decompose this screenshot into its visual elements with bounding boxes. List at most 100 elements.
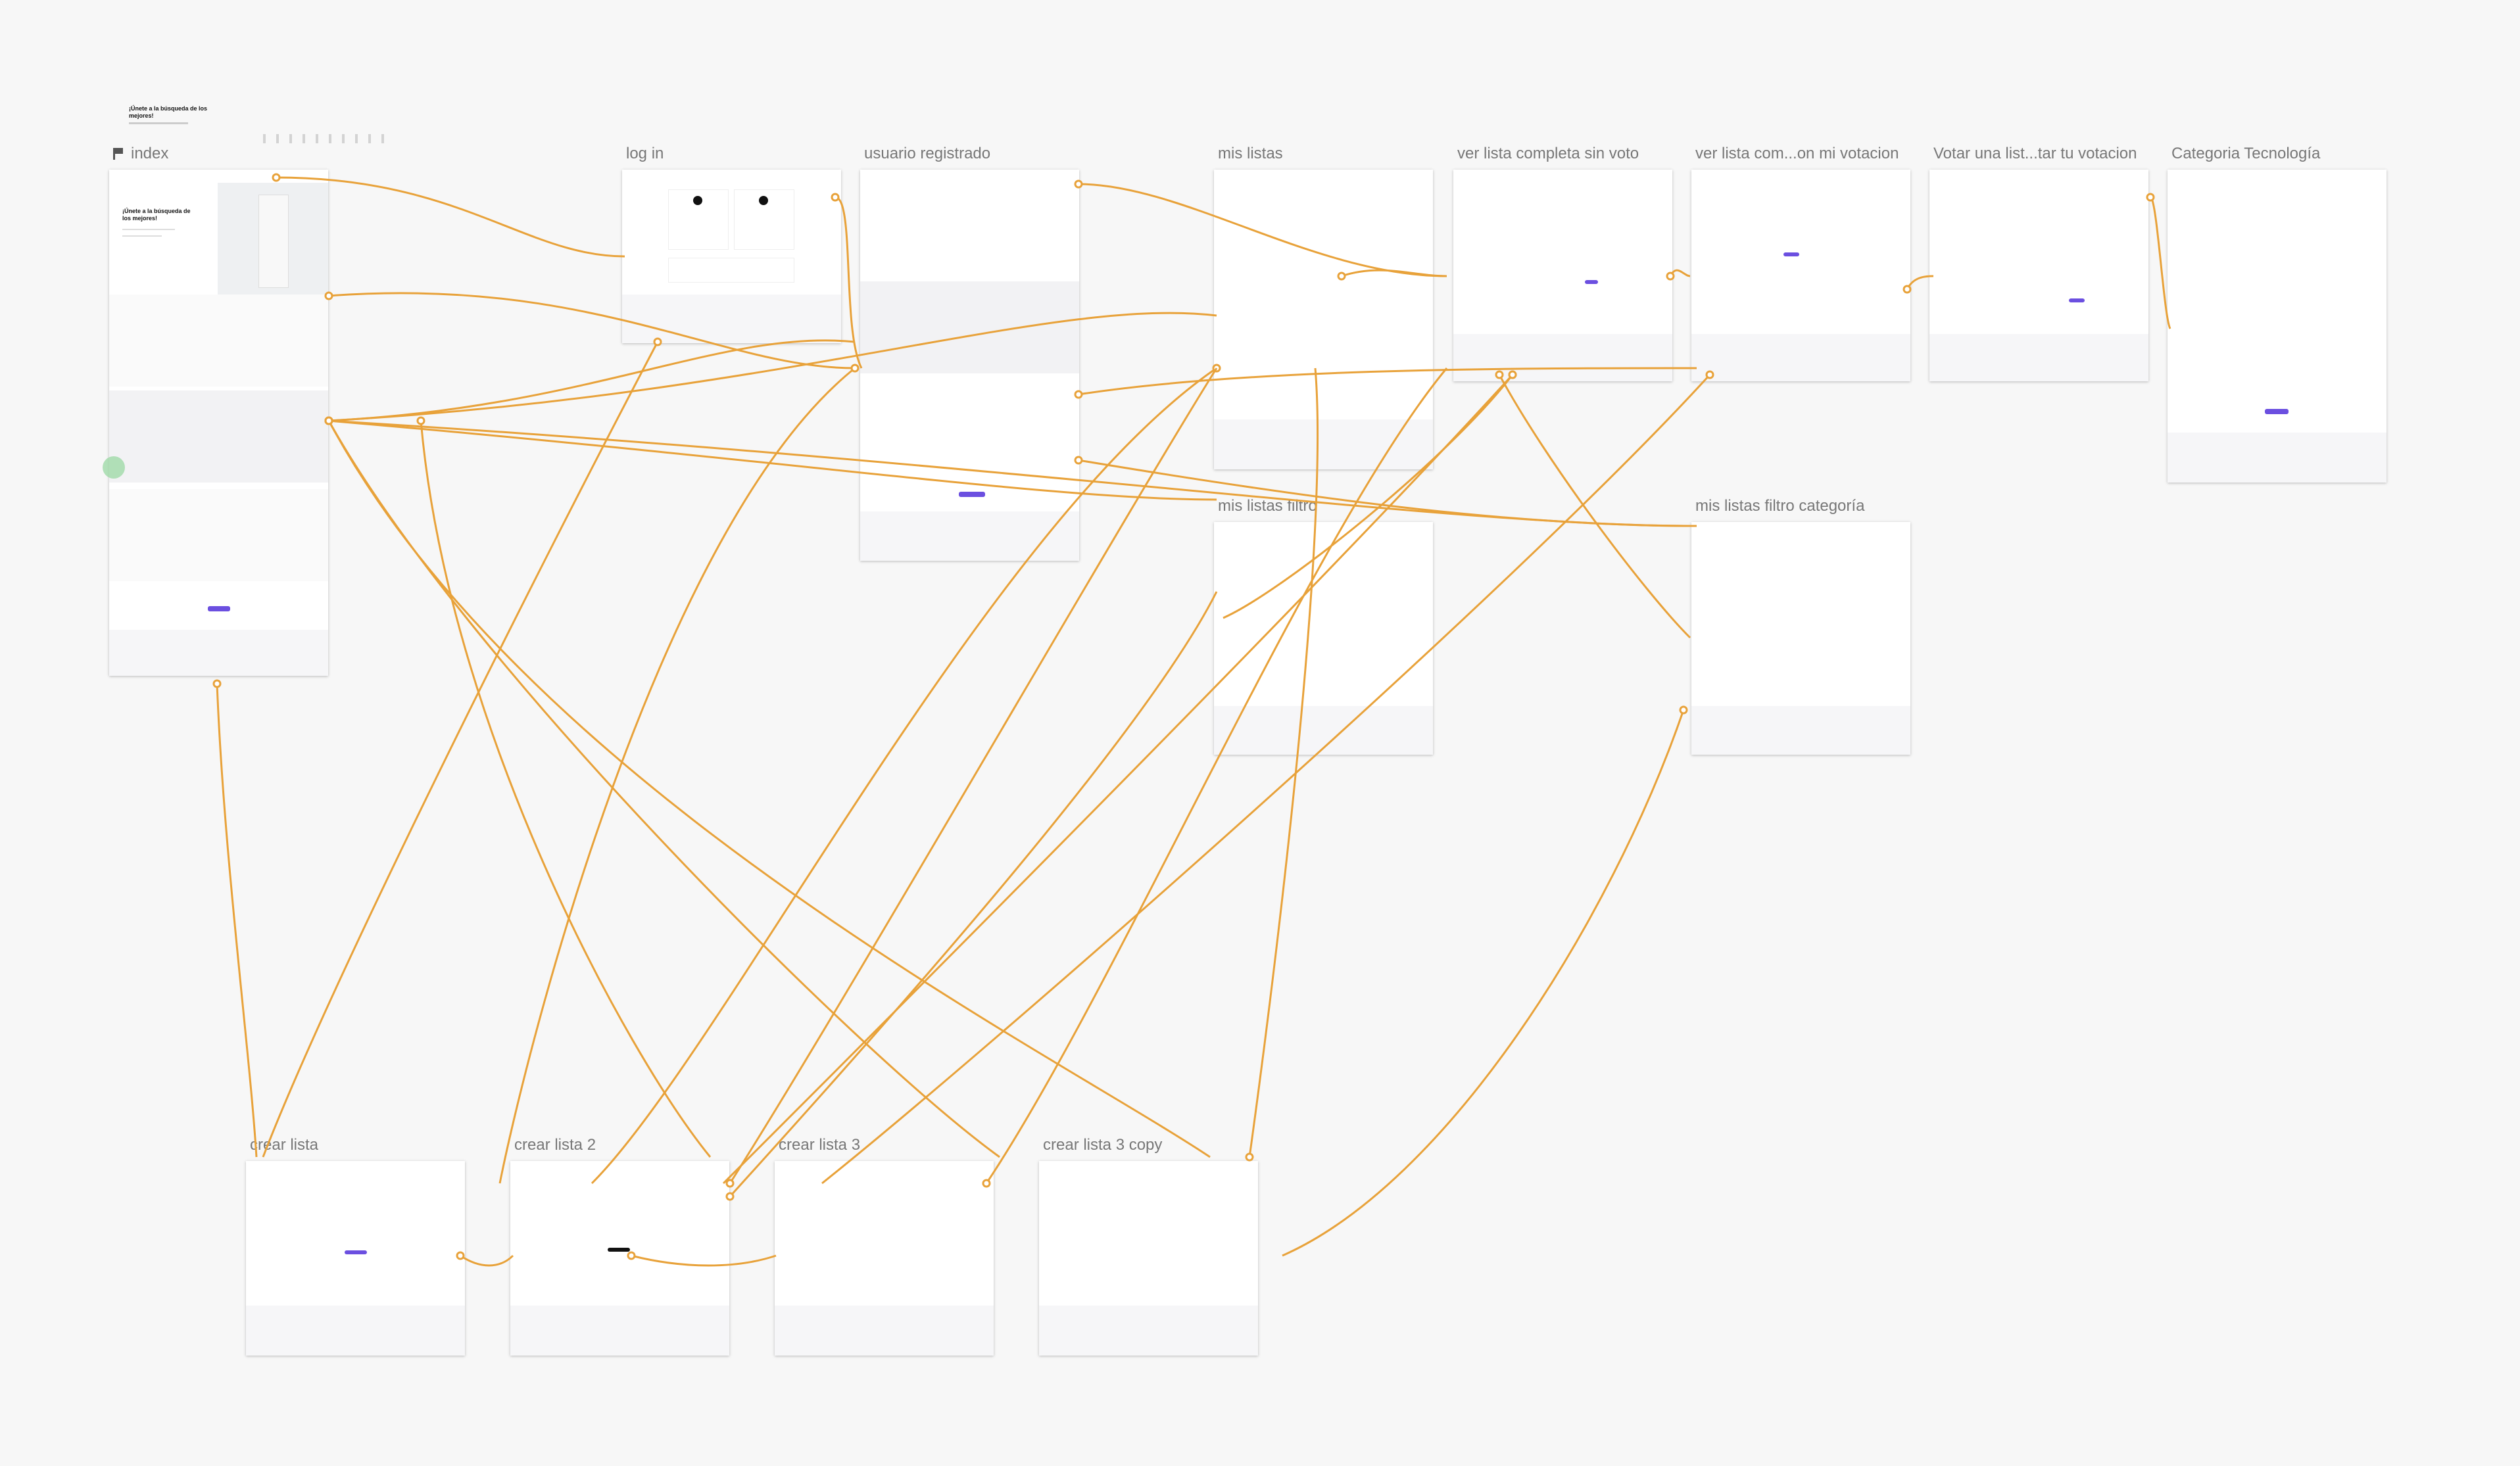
- link-anchor[interactable]: [1245, 1152, 1254, 1162]
- link-anchor[interactable]: [324, 291, 333, 300]
- crear2-next-button[interactable]: [608, 1248, 630, 1252]
- link-anchor[interactable]: [456, 1251, 465, 1260]
- link-anchor[interactable]: [1074, 456, 1083, 465]
- board-label-mislistas[interactable]: mis listas: [1218, 145, 1283, 162]
- link-anchor[interactable]: [1705, 370, 1714, 379]
- votar-submit-button[interactable]: [2069, 298, 2085, 302]
- link-anchor[interactable]: [1508, 370, 1517, 379]
- board-categoria[interactable]: [2168, 170, 2387, 483]
- prototype-link: [1248, 367, 1319, 1158]
- categoria-more-button[interactable]: [2265, 409, 2289, 414]
- usuario-cta-button[interactable]: [959, 492, 985, 497]
- prototype-link: [631, 1254, 777, 1267]
- prototype-link: [498, 367, 856, 1184]
- board-votar[interactable]: [1929, 170, 2148, 381]
- prototype-link: [1078, 367, 1697, 396]
- board-label-crear3[interactable]: crear lista 3: [779, 1136, 861, 1154]
- board-crear3[interactable]: [775, 1161, 994, 1356]
- board-label-verlista[interactable]: ver lista completa sin voto: [1457, 145, 1639, 162]
- link-anchor[interactable]: [831, 193, 840, 202]
- prototype-link: [1906, 275, 1934, 290]
- verlistavoto-footer: [1691, 334, 1910, 381]
- prototype-link: [1498, 374, 1691, 639]
- link-anchor[interactable]: [1074, 390, 1083, 399]
- mislistas-footer: [1214, 419, 1433, 469]
- index-cta-button[interactable]: [208, 606, 230, 611]
- board-crear2[interactable]: [510, 1161, 729, 1356]
- prototype-link: [1078, 459, 1697, 527]
- crear1-next-button[interactable]: [345, 1250, 367, 1254]
- link-anchor[interactable]: [1074, 179, 1083, 189]
- board-usuario[interactable]: [860, 170, 1079, 561]
- index-hero-title: ¡Únete a la búsqueda de los mejores!: [122, 208, 191, 222]
- link-anchor[interactable]: [416, 416, 425, 425]
- link-anchor[interactable]: [272, 173, 281, 182]
- prototype-link: [327, 420, 1000, 1158]
- board-label-usuario[interactable]: usuario registrado: [864, 145, 991, 162]
- board-mislistas[interactable]: [1214, 170, 1433, 469]
- prototype-link: [328, 339, 856, 422]
- hero-product-image: [218, 183, 328, 295]
- link-anchor[interactable]: [653, 337, 662, 346]
- prototype-link: [328, 312, 1217, 422]
- link-anchor[interactable]: [725, 1179, 735, 1188]
- prototype-link: [729, 591, 1218, 1198]
- index-section-recent: [109, 489, 328, 581]
- board-label-login[interactable]: log in: [626, 145, 664, 162]
- board-label-crear3copy[interactable]: crear lista 3 copy: [1043, 1136, 1163, 1154]
- board-label-crear1[interactable]: crear lista: [250, 1136, 319, 1154]
- board-index[interactable]: ¡Únete a la búsqueda de los mejores!: [109, 170, 328, 676]
- link-anchor[interactable]: [324, 416, 333, 425]
- link-anchor[interactable]: [1679, 705, 1688, 715]
- votar-footer: [1929, 334, 2148, 381]
- prototype-link: [591, 367, 1217, 1185]
- crear2-footer: [510, 1306, 729, 1356]
- prototype-link: [729, 367, 1218, 1184]
- verlista-vote-button[interactable]: [1585, 280, 1598, 284]
- board-label-verlistavoto[interactable]: ver lista com...on mi votacion: [1695, 145, 1899, 162]
- crear3-footer: [775, 1306, 994, 1356]
- prototype-link: [328, 419, 1217, 501]
- board-crear3copy[interactable]: [1039, 1161, 1258, 1356]
- link-anchor[interactable]: [1495, 370, 1504, 379]
- login-input[interactable]: [668, 258, 794, 283]
- prototype-link: [460, 1254, 514, 1267]
- login-avatar: [693, 196, 702, 205]
- floating-hero-caption: [129, 122, 188, 124]
- board-login[interactable]: [622, 170, 841, 343]
- index-section-lists: [109, 295, 328, 387]
- link-anchor[interactable]: [1902, 285, 1912, 294]
- board-filtrocat[interactable]: [1691, 522, 1910, 755]
- board-verlistavoto[interactable]: [1691, 170, 1910, 381]
- floating-hero-title: ¡Únete a la búsqueda de los mejores!: [129, 105, 208, 119]
- board-label-votar[interactable]: Votar una list...tar tu votacion: [1933, 145, 2137, 162]
- floating-nav-icons: [263, 134, 388, 143]
- board-label-crear2[interactable]: crear lista 2: [514, 1136, 596, 1154]
- link-anchor[interactable]: [627, 1251, 636, 1260]
- board-verlista[interactable]: [1453, 170, 1672, 381]
- link-anchor[interactable]: [725, 1192, 735, 1201]
- usuario-section: [860, 281, 1079, 373]
- prototype-link: [1282, 709, 1685, 1257]
- prototype-link: [1223, 374, 1514, 619]
- prototype-link: [216, 683, 258, 1158]
- prototype-link: [821, 373, 1711, 1185]
- prototype-link: [327, 420, 1211, 1158]
- link-anchor[interactable]: [1666, 272, 1675, 281]
- link-anchor[interactable]: [982, 1179, 991, 1188]
- prototype-link: [1341, 269, 1447, 277]
- board-label-index[interactable]: index: [113, 145, 168, 163]
- verlistavoto-button[interactable]: [1783, 252, 1799, 256]
- board-label-filtrocat[interactable]: mis listas filtro categoría: [1695, 497, 1865, 515]
- link-anchor[interactable]: [850, 364, 860, 373]
- prototype-link: [2149, 196, 2171, 329]
- prototype-link: [420, 420, 712, 1158]
- link-anchor[interactable]: [212, 679, 222, 688]
- board-crear1[interactable]: [246, 1161, 465, 1356]
- board-label-categoria[interactable]: Categoria Tecnología: [2171, 145, 2321, 162]
- board-mislistasfiltro[interactable]: [1214, 522, 1433, 755]
- link-anchor[interactable]: [1337, 272, 1346, 281]
- link-anchor[interactable]: [2146, 193, 2155, 202]
